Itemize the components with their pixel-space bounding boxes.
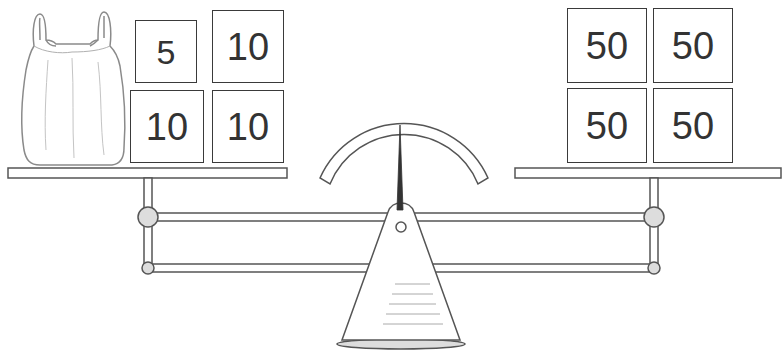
pointer-needle xyxy=(397,125,403,210)
weight-box: 10 xyxy=(212,10,284,83)
weight-label: 10 xyxy=(227,28,269,66)
weight-label: 50 xyxy=(672,107,714,145)
pivot-joint xyxy=(138,207,664,274)
weight-box: 50 xyxy=(567,8,647,83)
weight-box: 50 xyxy=(653,88,733,163)
weight-label: 50 xyxy=(586,107,628,145)
weight-label: 50 xyxy=(586,27,628,65)
scale-stand xyxy=(337,203,465,349)
weight-box: 5 xyxy=(135,20,197,83)
scale-pan xyxy=(8,168,781,178)
weight-label: 10 xyxy=(227,108,269,146)
weight-label: 5 xyxy=(157,35,176,69)
weight-box: 10 xyxy=(212,90,284,163)
weight-label: 50 xyxy=(672,27,714,65)
plastic-bag xyxy=(22,12,125,165)
weight-box: 50 xyxy=(653,8,733,83)
dial-arc xyxy=(320,124,488,184)
weight-label: 10 xyxy=(146,108,188,146)
weight-box: 10 xyxy=(130,90,204,163)
weight-box: 50 xyxy=(567,88,647,163)
